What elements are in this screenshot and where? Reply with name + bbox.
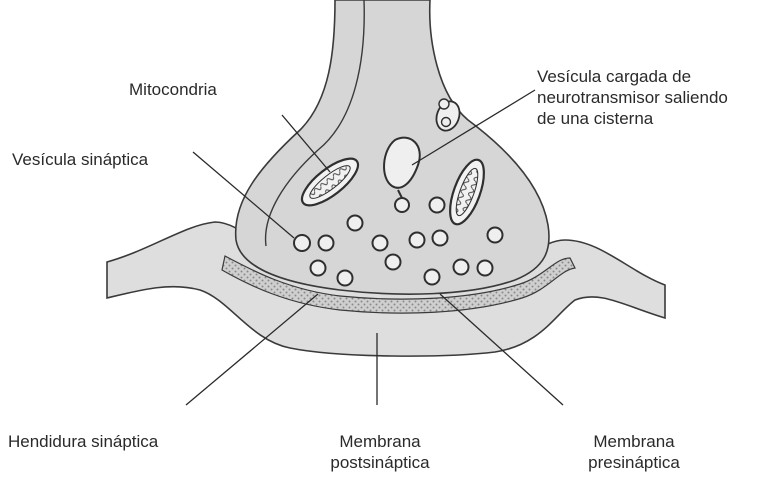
label-membrana-presinaptica: Membrana presináptica <box>572 431 696 473</box>
label-vesicula-sinaptica-text: Vesícula sináptica <box>12 149 148 170</box>
label-vesicula-cargada: Vesícula cargada de neurotransmisor sali… <box>537 66 728 129</box>
label-mitocondria: Mitocondria <box>129 79 217 100</box>
label-vesicula-cargada-line-3: de una cisterna <box>537 108 728 129</box>
label-vesicula-cargada-line-1: Vesícula cargada de <box>537 66 728 87</box>
label-mitocondria-text: Mitocondria <box>129 79 217 100</box>
label-hendidura-sinaptica-text: Hendidura sináptica <box>8 431 158 452</box>
label-membrana-presinaptica-line-2: presináptica <box>572 452 696 473</box>
label-membrana-presinaptica-line-1: Membrana <box>572 431 696 452</box>
label-vesicula-sinaptica: Vesícula sináptica <box>12 149 148 170</box>
label-membrana-postsinaptica: Membrana postsináptica <box>310 431 450 473</box>
label-membrana-postsinaptica-line-2: postsináptica <box>310 452 450 473</box>
label-hendidura-sinaptica: Hendidura sináptica <box>8 431 158 452</box>
label-vesicula-cargada-line-2: neurotransmisor saliendo <box>537 87 728 108</box>
label-membrana-postsinaptica-line-1: Membrana <box>310 431 450 452</box>
